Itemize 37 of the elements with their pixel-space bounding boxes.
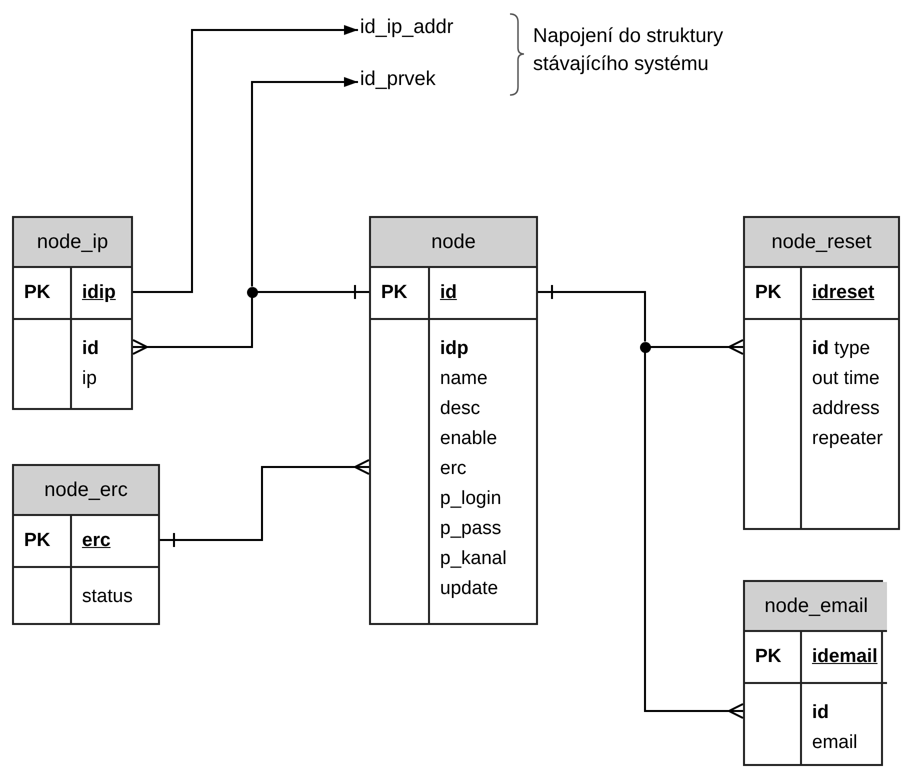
relationship-line — [258, 284, 369, 300]
key-field: id — [440, 282, 457, 304]
field-list: status — [82, 582, 133, 612]
junction-dot — [246, 286, 258, 298]
reference-field: id_ip_addr — [360, 16, 454, 39]
entity-table — [12, 216, 133, 410]
key-label: PK — [381, 282, 408, 304]
field-list: idp name desc enable erc p_login p_pass p_kanal update — [440, 334, 507, 604]
table-name: node_email — [745, 582, 888, 632]
junction-dot — [640, 342, 650, 352]
field-list: id ip — [82, 334, 99, 394]
arrow — [251, 77, 358, 286]
key-label: PK — [755, 646, 782, 668]
key-field: idemail — [812, 646, 878, 668]
relationship-line — [650, 339, 744, 355]
entity-table — [369, 216, 538, 625]
key-label: PK — [755, 282, 782, 304]
field-list: id type out time address repeater — [812, 334, 883, 454]
key-field: idreset — [812, 282, 874, 304]
relationship-line — [538, 284, 646, 342]
relationship-line — [160, 459, 370, 548]
relationship-line — [644, 352, 744, 719]
entity-table — [743, 216, 900, 530]
table-name: node — [371, 218, 536, 268]
entity-table — [12, 464, 160, 625]
table-name: node_reset — [745, 218, 898, 268]
reference-field: id_prvek — [360, 68, 436, 91]
arrow — [133, 25, 358, 293]
table-name: node_ip — [14, 218, 131, 268]
key-field: erc — [82, 530, 111, 552]
key-field: idip — [82, 282, 116, 304]
key-label: PK — [24, 530, 50, 552]
relationship-line — [132, 298, 253, 355]
annotation-note: Napojení do struktury stávajícího systému — [533, 24, 724, 77]
field-list: id email — [812, 698, 858, 758]
key-label: PK — [24, 282, 50, 304]
table-name: node_erc — [14, 466, 158, 516]
